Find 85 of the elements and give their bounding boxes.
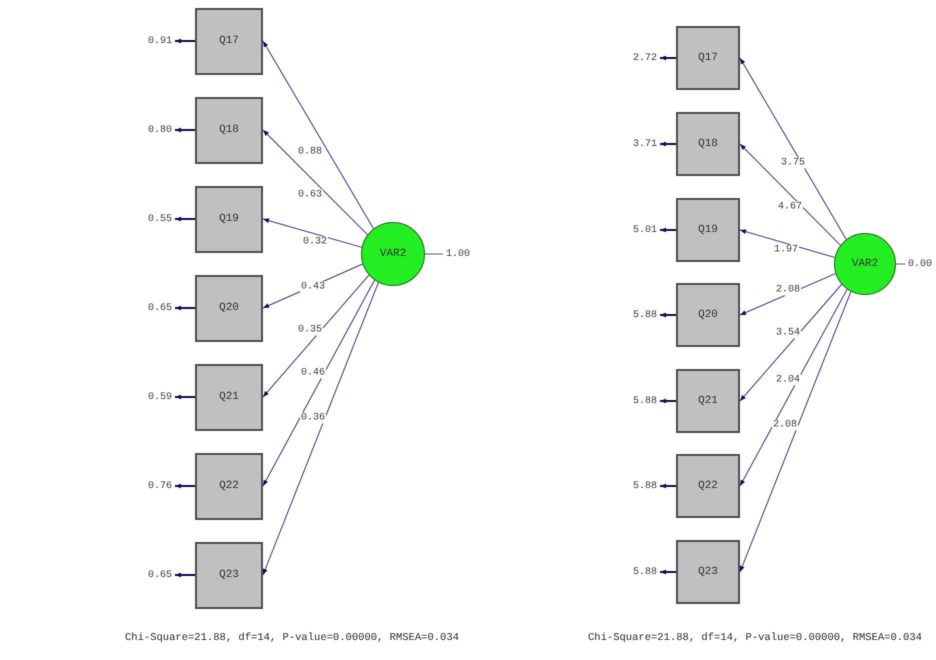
arrow (660, 570, 676, 574)
arrow (262, 280, 376, 486)
variable-name: Q23 (698, 566, 718, 578)
observed-variable-box (676, 454, 740, 518)
variable-name: VAR2 (380, 248, 406, 260)
observed-variable-box (195, 452, 263, 520)
observed-variable-box (676, 112, 740, 176)
observed-variable-box (195, 186, 263, 252)
arrow (262, 274, 370, 398)
variable-name: VAR2 (852, 258, 878, 270)
edge-label: 2.08 (775, 284, 801, 296)
arrow (262, 218, 362, 248)
variable-name: Q23 (219, 569, 239, 581)
edge-label: 0.43 (300, 282, 326, 292)
arrow (175, 216, 195, 222)
error-value: 0.55 (145, 212, 175, 226)
arrow (175, 572, 195, 578)
latent-variable-circle (834, 233, 896, 295)
fit-statistics: Chi-Square=21.88, df=14, P-value=0.00000, RMSEA=0.034 (125, 632, 459, 644)
arrow (175, 128, 195, 132)
variable-name: Q22 (219, 480, 239, 492)
variable-name: Q19 (219, 213, 239, 225)
arrow (262, 40, 374, 230)
arrow (175, 306, 195, 310)
edge-label: 3.54 (775, 328, 801, 338)
variable-name: Q21 (698, 395, 718, 407)
arrow (660, 484, 676, 488)
observed-variable-box (676, 198, 740, 262)
observed-variable-box (676, 283, 740, 347)
arrow (175, 38, 195, 44)
variable-name: Q21 (219, 391, 239, 403)
arrow (740, 284, 842, 402)
error-value: 0.91 (145, 34, 175, 48)
arrow (740, 58, 847, 240)
observed-variable-box (676, 26, 740, 90)
arrow (740, 229, 836, 258)
error-value: 5.88 (630, 479, 660, 493)
error-value: 0.65 (145, 301, 175, 315)
error-value: 5.88 (630, 308, 660, 322)
edge-label: 3.75 (780, 158, 806, 168)
arrow (660, 56, 676, 60)
edge-label: 0.36 (300, 412, 326, 424)
error-value: 0.80 (145, 123, 175, 137)
variable-name: Q17 (219, 35, 239, 47)
arrow (740, 144, 841, 246)
observed-variable-box (195, 364, 263, 430)
error-value: 0.00 (905, 257, 935, 271)
error-value: 3.71 (630, 137, 660, 151)
arrow (175, 484, 195, 488)
variable-name: Q20 (698, 309, 718, 321)
variable-name: Q18 (698, 138, 718, 150)
arrow (740, 291, 852, 572)
observed-variable-box (195, 8, 263, 74)
arrow (660, 142, 676, 146)
variable-name: Q17 (698, 52, 718, 64)
observed-variable-box (195, 542, 263, 608)
arrow (175, 394, 195, 400)
observed-variable-box (195, 274, 263, 342)
edge-label: 2.08 (772, 420, 798, 430)
variable-name: Q20 (219, 302, 239, 314)
variable-name: Q18 (219, 124, 239, 136)
error-value: 1.00 (443, 247, 473, 261)
arrow (262, 282, 379, 576)
arrow (740, 288, 848, 486)
error-value: 0.59 (145, 390, 175, 404)
variable-name: Q22 (698, 480, 718, 492)
variable-name: Q19 (698, 224, 718, 236)
arrow (660, 228, 676, 232)
error-value: 0.76 (145, 479, 175, 493)
latent-variable-circle (361, 222, 425, 286)
edge-label: 0.35 (297, 324, 323, 336)
arrow (262, 130, 368, 236)
arrow (660, 398, 676, 404)
error-value: 0.65 (145, 568, 175, 582)
observed-variable-box (195, 96, 263, 164)
edge-label: 0.46 (300, 368, 326, 378)
error-value: 5.01 (630, 223, 660, 237)
edge-label: 2.04 (775, 374, 801, 386)
error-value: 2.72 (630, 51, 660, 65)
fit-statistics: Chi-Square=21.88, df=14, P-value=0.00000, RMSEA=0.034 (588, 632, 922, 644)
error-value: 5.88 (630, 565, 660, 579)
error-value: 5.88 (630, 394, 660, 408)
arrow (660, 312, 676, 318)
observed-variable-box (676, 369, 740, 433)
observed-variable-box (676, 540, 740, 604)
